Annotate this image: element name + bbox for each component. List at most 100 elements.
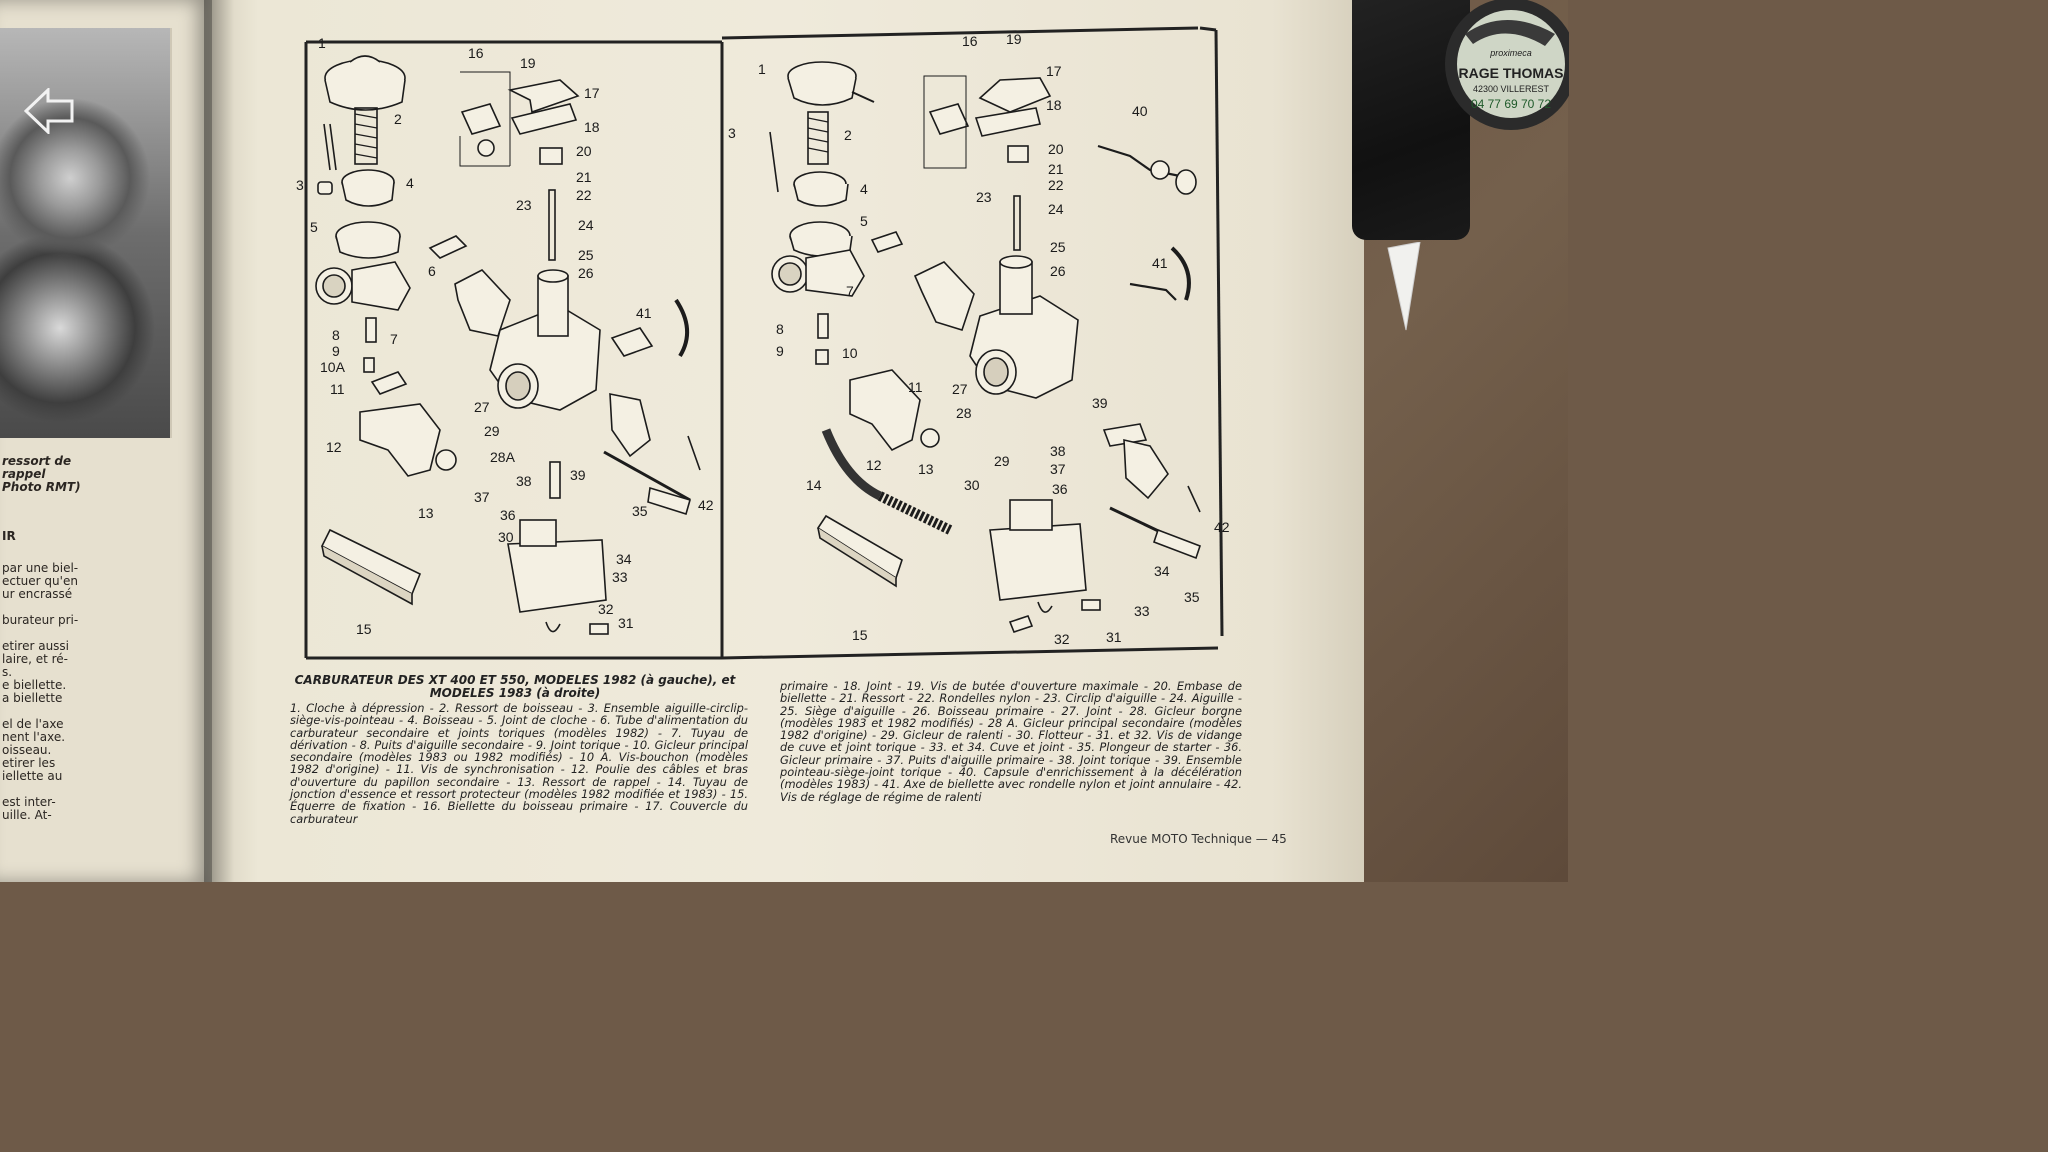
svg-text:22: 22 bbox=[576, 187, 592, 203]
left-text-line: ectuer qu'en bbox=[2, 574, 78, 588]
svg-text:23: 23 bbox=[976, 189, 992, 205]
page-footer: Revue MOTO Technique — 45 bbox=[1110, 832, 1287, 846]
svg-text:2: 2 bbox=[844, 127, 852, 143]
svg-text:9: 9 bbox=[332, 343, 340, 359]
right-carburetor-drawing bbox=[769, 61, 1202, 633]
svg-text:8: 8 bbox=[776, 321, 784, 337]
svg-text:23: 23 bbox=[516, 197, 532, 213]
svg-text:12: 12 bbox=[866, 457, 882, 473]
svg-text:9: 9 bbox=[776, 343, 784, 359]
photo-caption: ressort de rappel Photo RMT) bbox=[2, 454, 81, 494]
svg-text:35: 35 bbox=[1184, 589, 1200, 605]
svg-text:29: 29 bbox=[484, 423, 500, 439]
svg-text:26: 26 bbox=[578, 265, 594, 281]
svg-text:4: 4 bbox=[406, 175, 414, 191]
svg-text:1: 1 bbox=[318, 35, 326, 51]
svg-text:37: 37 bbox=[474, 489, 490, 505]
svg-text:21: 21 bbox=[576, 169, 592, 185]
car-logo-icon bbox=[1465, 20, 1555, 46]
svg-text:28A: 28A bbox=[490, 449, 516, 465]
keyfob-line2: 42300 VILLEREST bbox=[1473, 84, 1550, 94]
svg-text:32: 32 bbox=[1054, 631, 1070, 647]
svg-text:40: 40 bbox=[1132, 103, 1148, 119]
svg-text:35: 35 bbox=[632, 503, 648, 519]
svg-text:21: 21 bbox=[1048, 161, 1064, 177]
left-text-line: uille. At- bbox=[2, 808, 52, 822]
svg-text:14: 14 bbox=[806, 477, 822, 493]
svg-text:32: 32 bbox=[598, 601, 614, 617]
svg-text:1: 1 bbox=[758, 61, 766, 77]
svg-text:5: 5 bbox=[860, 213, 868, 229]
svg-text:38: 38 bbox=[1050, 443, 1066, 459]
svg-text:34: 34 bbox=[616, 551, 632, 567]
svg-text:6: 6 bbox=[428, 263, 436, 279]
svg-text:38: 38 bbox=[516, 473, 532, 489]
svg-text:39: 39 bbox=[1092, 395, 1108, 411]
keyfob: proximeca RAGE THOMAS 42300 VILLEREST 04… bbox=[1445, 0, 1569, 130]
carburetor-photo bbox=[0, 28, 172, 438]
svg-text:33: 33 bbox=[1134, 603, 1150, 619]
caption-right-text: primaire - 18. Joint - 19. Vis de butée … bbox=[780, 679, 1242, 804]
svg-text:39: 39 bbox=[570, 467, 586, 483]
left-text-line: a biellette bbox=[2, 691, 63, 705]
svg-text:34: 34 bbox=[1154, 563, 1170, 579]
svg-text:13: 13 bbox=[418, 505, 434, 521]
svg-text:17: 17 bbox=[1046, 63, 1062, 79]
left-text-line: s. bbox=[2, 665, 13, 679]
svg-text:10: 10 bbox=[842, 345, 858, 361]
svg-text:30: 30 bbox=[964, 477, 980, 493]
svg-text:36: 36 bbox=[500, 507, 516, 523]
left-text-line: nent l'axe. bbox=[2, 730, 66, 744]
svg-text:15: 15 bbox=[852, 627, 868, 643]
caption-left-text: 1. Cloche à dépression - 2. Ressort de b… bbox=[290, 701, 748, 826]
left-text-line: est inter- bbox=[2, 795, 56, 809]
svg-text:16: 16 bbox=[962, 33, 978, 49]
keyfob-line3: 04 77 69 70 72 bbox=[1471, 97, 1551, 111]
svg-text:29: 29 bbox=[994, 453, 1010, 469]
svg-text:7: 7 bbox=[846, 283, 854, 299]
pick-icon bbox=[1387, 242, 1421, 331]
svg-text:2: 2 bbox=[394, 111, 402, 127]
svg-text:20: 20 bbox=[576, 143, 592, 159]
svg-text:10A: 10A bbox=[320, 359, 346, 375]
svg-text:3: 3 bbox=[296, 177, 304, 193]
svg-text:25: 25 bbox=[1050, 239, 1066, 255]
svg-text:19: 19 bbox=[520, 55, 536, 71]
left-text-line: par une biel- bbox=[2, 561, 79, 575]
svg-text:33: 33 bbox=[612, 569, 628, 585]
left-text-line: e biellette. bbox=[2, 678, 67, 692]
left-heading: IR bbox=[2, 529, 16, 543]
svg-text:12: 12 bbox=[326, 439, 342, 455]
svg-text:28: 28 bbox=[956, 405, 972, 421]
svg-text:4: 4 bbox=[860, 181, 868, 197]
left-text-line: oisseau. bbox=[2, 743, 52, 757]
gutter-shadow bbox=[204, 0, 234, 882]
arrow-icon bbox=[24, 88, 74, 134]
svg-text:5: 5 bbox=[310, 219, 318, 235]
svg-text:17: 17 bbox=[584, 85, 600, 101]
left-page: ressort de rappel Photo RMT) IR par une … bbox=[0, 0, 212, 882]
left-text-line: iellette au bbox=[2, 769, 63, 783]
keyfob-line1: RAGE THOMAS bbox=[1459, 65, 1564, 81]
svg-text:27: 27 bbox=[474, 399, 490, 415]
svg-text:36: 36 bbox=[1052, 481, 1068, 497]
svg-text:41: 41 bbox=[636, 305, 652, 321]
svg-text:15: 15 bbox=[356, 621, 372, 637]
svg-text:3: 3 bbox=[728, 125, 736, 141]
svg-text:22: 22 bbox=[1048, 177, 1064, 193]
svg-text:42: 42 bbox=[1214, 519, 1230, 535]
svg-text:11: 11 bbox=[330, 381, 345, 397]
left-text-line: etirer aussi bbox=[2, 639, 70, 653]
svg-text:30: 30 bbox=[498, 529, 514, 545]
svg-text:16: 16 bbox=[468, 45, 484, 61]
svg-text:37: 37 bbox=[1050, 461, 1066, 477]
svg-text:24: 24 bbox=[1048, 201, 1064, 217]
svg-text:20: 20 bbox=[1048, 141, 1064, 157]
left-text-line: ur encrassé bbox=[2, 587, 73, 601]
svg-text:42: 42 bbox=[698, 497, 714, 513]
svg-text:41: 41 bbox=[1152, 255, 1168, 271]
svg-text:13: 13 bbox=[918, 461, 934, 477]
